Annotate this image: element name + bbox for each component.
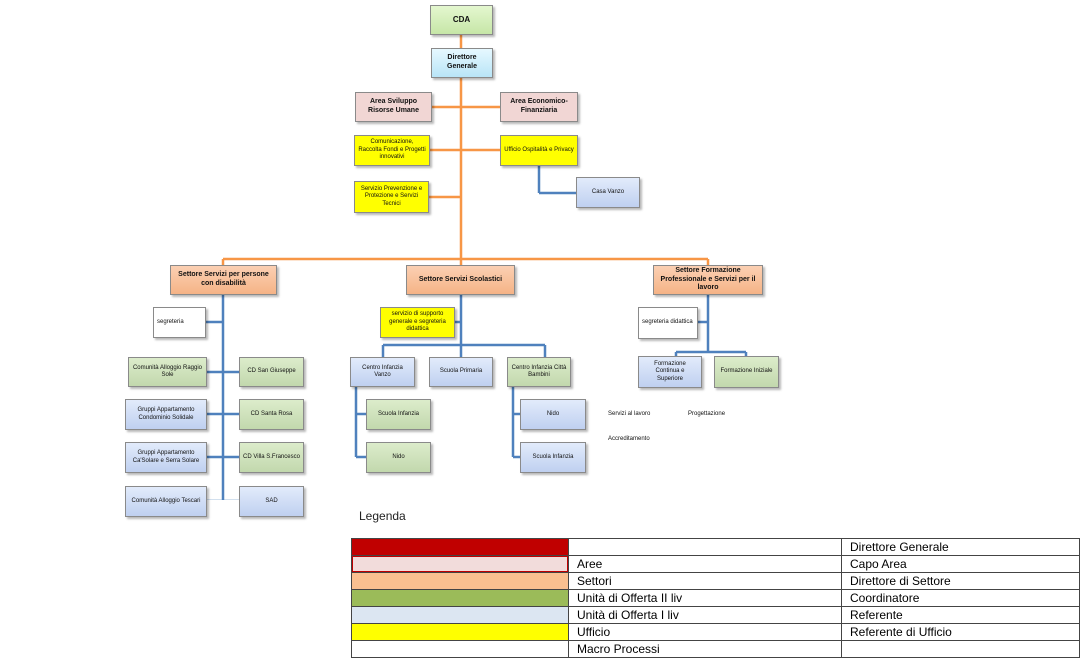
node-nido-vanzo: Nido (366, 442, 431, 473)
label-progettazione: Progettazione (688, 411, 726, 417)
node-settore-formazione: Settore Formazione Professionale e Servi… (653, 265, 763, 295)
node-nido-citta: Nido (520, 399, 586, 430)
node-comunita-tescari: Comunità Alloggio Tescari (125, 486, 207, 517)
legend-swatch (351, 572, 569, 590)
legend-swatch (351, 589, 569, 607)
node-area-economico: Area Economico-Finanziaria (500, 92, 578, 122)
legend-role (841, 640, 1080, 658)
legend-role: Capo Area (841, 555, 1080, 573)
node-gruppi-condominio: Gruppi Appartamento Condominio Solidale (125, 399, 207, 430)
legend-swatch (351, 555, 569, 573)
node-cda: CDA (430, 5, 493, 35)
legend-label: Settori (568, 572, 842, 590)
label-servizi-al-lavoro: Servizi al lavoro (608, 411, 651, 417)
node-servizio-supporto: servizio di supporto generale e segreter… (380, 307, 455, 338)
connector-lines (206, 34, 748, 500)
node-gruppi-casolare: Gruppi Appartamento Ca'Solare e Serra So… (125, 442, 207, 473)
node-formazione-continua: Formazione Continua e Superiore (638, 356, 702, 388)
node-centro-citta-bambini: Centro Infanzia Città Bambini (507, 357, 571, 387)
legend-role: Direttore di Settore (841, 572, 1080, 590)
label-accreditamento: Accreditamento (608, 436, 650, 442)
node-cd-santa-rosa: CD Santa Rosa (239, 399, 304, 430)
legend-swatch (351, 640, 569, 658)
legend-row: Macro Processi (351, 640, 1080, 658)
legend-label (568, 538, 842, 556)
legend-label: Unità di Offerta I liv (568, 606, 842, 624)
legend-swatch (351, 538, 569, 556)
blue-connectors (206, 166, 748, 500)
legend-swatch (351, 606, 569, 624)
node-segreteria: segreteria (153, 307, 206, 338)
node-comunita-raggio-sole: Comunità Alloggio Raggio Sole (128, 357, 207, 387)
legend-label: Aree (568, 555, 842, 573)
node-ufficio-ospitalita: Ufficio Ospitalità e Privacy (500, 135, 578, 166)
legend-role: Coordinatore (841, 589, 1080, 607)
node-area-sviluppo: Area Sviluppo Risorse Umane (355, 92, 432, 122)
legend-role: Referente di Ufficio (841, 623, 1080, 641)
legend-title: Legenda (359, 509, 406, 523)
node-cd-villa: CD Villa S.Francesco (239, 442, 304, 473)
node-sad: SAD (239, 486, 304, 517)
node-direttore-generale: Direttore Generale (431, 48, 493, 78)
legend-row: Direttore Generale (351, 538, 1080, 556)
node-cd-san-giuseppe: CD San Giuseppe (239, 357, 304, 387)
legend-label: Unità di Offerta II liv (568, 589, 842, 607)
node-settore-disabilita: Settore Servizi per persone con disabili… (170, 265, 277, 295)
legend-label: Macro Processi (568, 640, 842, 658)
node-scuola-infanzia-citta: Scuola Infanzia (520, 442, 586, 473)
node-settore-scolastici: Settore Servizi Scolastici (406, 265, 515, 295)
orange-connectors (221, 34, 710, 265)
node-formazione-iniziale: Formazione Iniziale (714, 356, 779, 388)
node-casa-vanzo: Casa Vanzo (576, 177, 640, 208)
node-scuola-infanzia-vanzo: Scuola Infanzia (366, 399, 431, 430)
node-servizio-prevenzione: Servizio Prevenzione e Protezione e Serv… (354, 181, 429, 213)
legend-swatch (351, 623, 569, 641)
node-segreteria-didattica: segreteria didattica (638, 307, 698, 339)
node-centro-vanzo: Centro Infanzia Vanzo (350, 357, 415, 387)
legend-role: Referente (841, 606, 1080, 624)
legend-label: Ufficio (568, 623, 842, 641)
node-scuola-primaria: Scuola Primaria (429, 357, 493, 387)
node-comunicazione: Comunicazione, Raccolta Fondi e Progetti… (354, 135, 430, 166)
legend-role: Direttore Generale (841, 538, 1080, 556)
